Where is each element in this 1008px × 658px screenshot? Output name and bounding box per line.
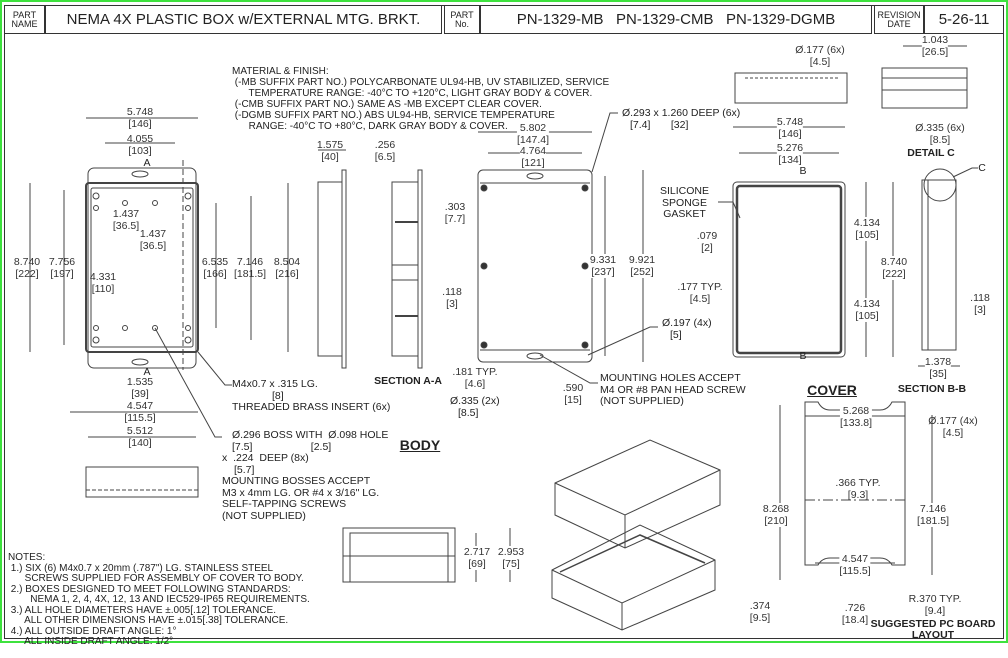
dim-pcb-hole-spacing: 7.146[181.5] — [916, 503, 950, 527]
dim-flange: .256[6.5] — [374, 139, 396, 163]
body-title: BODY — [399, 437, 441, 453]
dim-pcb-hole-width: 4.547[115.5] — [839, 553, 871, 577]
dim-335-counterbore: Ø.335 (6x)[8.5] — [915, 122, 965, 146]
dim-4547: 4.547[115.5] — [124, 400, 156, 424]
small-hole-note: Ø.197 (4x)[5] — [662, 317, 712, 341]
dim-118: .118[3] — [442, 286, 462, 310]
dim-8504: 8.504[216] — [273, 256, 301, 280]
dim-303: .303[7.7] — [444, 201, 466, 225]
revision-date: 5-26-11 — [924, 5, 1004, 34]
dim-body-hole-spacing: 4.055[103] — [126, 133, 154, 157]
dim-2953: 2.953[75] — [497, 546, 525, 570]
dim-2717: 2.717[69] — [463, 546, 491, 570]
body-top-view — [29, 117, 289, 438]
section-mark-b-bottom: B — [799, 350, 807, 362]
dim-body-depth: 1.575[40] — [316, 139, 344, 163]
dim-9331: 9.331[237] — [589, 254, 617, 278]
detail-c-view — [881, 45, 968, 109]
section-a-a-view — [391, 169, 423, 369]
dim-cover-length: 8.740[222] — [880, 256, 908, 280]
hole-depth-note: Ø.293 x 1.260 DEEP (6x)[7.4] [32] — [622, 107, 741, 131]
dim-cover-wall: .118[3] — [970, 292, 990, 316]
page-frame — [0, 0, 1008, 643]
dim-726: .726[18.4] — [841, 602, 869, 626]
dim-cover-width: 5.748[146] — [776, 116, 804, 140]
dim-cover-hole: Ø.177 (6x)[4.5] — [795, 44, 845, 68]
dim-1535: 1.535[39] — [126, 376, 154, 400]
section-b-b-view — [918, 167, 978, 367]
dim-cover-depth: 1.378[35] — [924, 356, 952, 380]
dim-177-typ: .177 TYP.[4.5] — [677, 281, 723, 305]
dim-5802: 5.802[147.4] — [516, 122, 550, 146]
dim-366-typ: .366 TYP.[9.3] — [835, 477, 881, 501]
part-name-label: PART NAME — [4, 5, 45, 34]
dim-1043: 1.043[26.5] — [921, 34, 949, 58]
body-side-view — [317, 149, 347, 369]
dim-4134-lower: 4.134[105] — [853, 298, 881, 322]
isometric-view — [551, 439, 721, 631]
dim-5512: 5.512[140] — [126, 425, 154, 449]
part-name: NEMA 4X PLASTIC BOX w/EXTERNAL MTG. BRKT… — [45, 5, 442, 34]
threaded-insert-note: M4x0.7 x .315 LG.[8]THREADED BRASS INSER… — [232, 378, 391, 413]
detail-c-label: DETAIL C — [907, 147, 955, 159]
section-a-a-label: SECTION A-A — [374, 375, 442, 387]
dim-body-length: 8.740[222] — [13, 256, 41, 280]
dim-pcb-width: 5.268[133.8] — [839, 405, 873, 429]
dim-4134-upper: 4.134[105] — [853, 217, 881, 241]
dim-7146: 7.146[181.5] — [233, 256, 267, 280]
cover-bottom-view — [477, 112, 658, 384]
dim-boss-vertical: 4.331[110] — [89, 271, 117, 295]
cover-title: COVER — [807, 382, 857, 398]
dim-gasket-width: .079[2] — [696, 230, 718, 254]
dim-boss-offset-2: 1.437[36.5] — [139, 228, 167, 252]
dim-590: .590[15] — [562, 382, 584, 406]
dim-181-typ: .181 TYP.[4.6] — [452, 366, 498, 390]
dim-374: .374[9.5] — [749, 600, 771, 624]
part-numbers: PN-1329-MB PN-1329-CMB PN-1329-DGMB — [480, 5, 872, 34]
body-side-bottom-view — [85, 466, 199, 498]
pcb-layout-view — [779, 401, 933, 580]
mounting-boss-note: Ø.296 BOSS WITH Ø.098 HOLE[7.5] [2.5]x .… — [222, 429, 389, 522]
dim-pcb-length: 8.268[210] — [762, 503, 790, 527]
dim-pcb-hole: Ø.177 (4x)[4.5] — [928, 415, 978, 439]
dim-4764: 4.764[121] — [519, 145, 547, 169]
dim-body-width: 5.748[146] — [126, 106, 154, 130]
notes: NOTES: 1.) SIX (6) M4x0.7 x 20mm (.787")… — [8, 552, 310, 647]
dim-body-inner-length: 7.756[197] — [48, 256, 76, 280]
dim-cover-hole-spacing: 5.276[134] — [776, 142, 804, 166]
section-mark-a-bottom: A — [143, 366, 151, 378]
revision-label: REVISION DATE — [874, 5, 924, 34]
section-mark-b-top: B — [799, 165, 807, 177]
pcb-layout-title: SUGGESTED PC BOARD LAYOUT — [870, 618, 996, 641]
dim-6535: 6.535[166] — [201, 256, 229, 280]
dim-9921: 9.921[252] — [628, 254, 656, 278]
material-finish-note: MATERIAL & FINISH: (-MB SUFFIX PART NO.)… — [232, 66, 610, 132]
section-mark-a-top: A — [143, 157, 151, 169]
slot-note: Ø.335 (2x)[8.5] — [450, 395, 500, 419]
detail-mark-c: C — [978, 162, 986, 174]
dim-boss-offset-1: 1.437[36.5] — [112, 208, 140, 232]
section-b-b-label: SECTION B-B — [897, 383, 967, 395]
body-section-view — [342, 527, 511, 583]
part-no-label: PART No. — [444, 5, 480, 34]
dim-r370-typ: R.370 TYP.[9.4] — [908, 593, 962, 617]
